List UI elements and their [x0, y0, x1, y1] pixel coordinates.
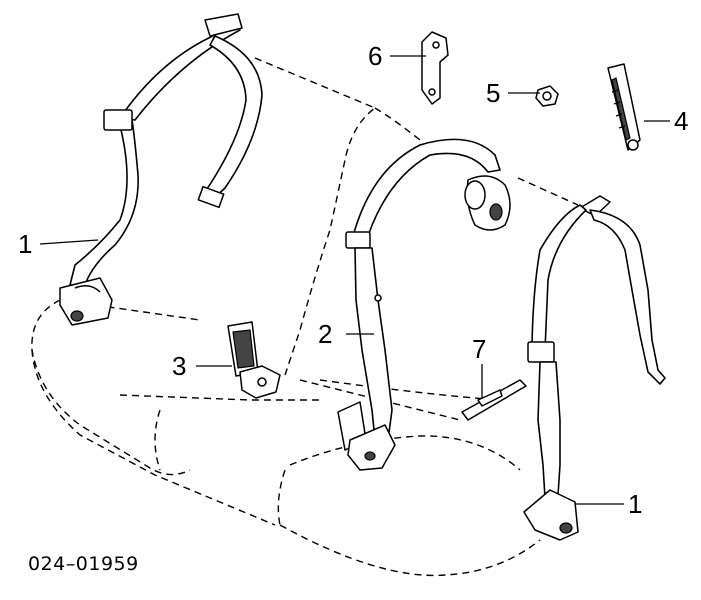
figure-code: 024–01959: [28, 553, 139, 575]
height-adjuster: [607, 63, 641, 151]
callout-leaders: [39, 55, 670, 505]
rear-seat-outline: [31, 57, 579, 577]
left-seat-belt-assembly: [59, 13, 263, 326]
callout-1-right: 1: [628, 489, 642, 519]
buckle-assembly: [227, 321, 281, 399]
callout-4: 4: [674, 106, 688, 136]
callout-6: 6: [368, 41, 382, 71]
callout-7: 7: [472, 334, 486, 364]
callout-5: 5: [486, 78, 500, 108]
callout-2: 2: [318, 319, 332, 349]
callout-3: 3: [172, 351, 186, 381]
anchor-bracket: [421, 31, 449, 105]
callout-1-left: 1: [18, 229, 32, 259]
nut: [535, 85, 559, 107]
right-seat-belt-assembly: [523, 195, 666, 541]
center-seat-belt-assembly: [337, 138, 511, 471]
strap-bracket: [461, 379, 527, 421]
